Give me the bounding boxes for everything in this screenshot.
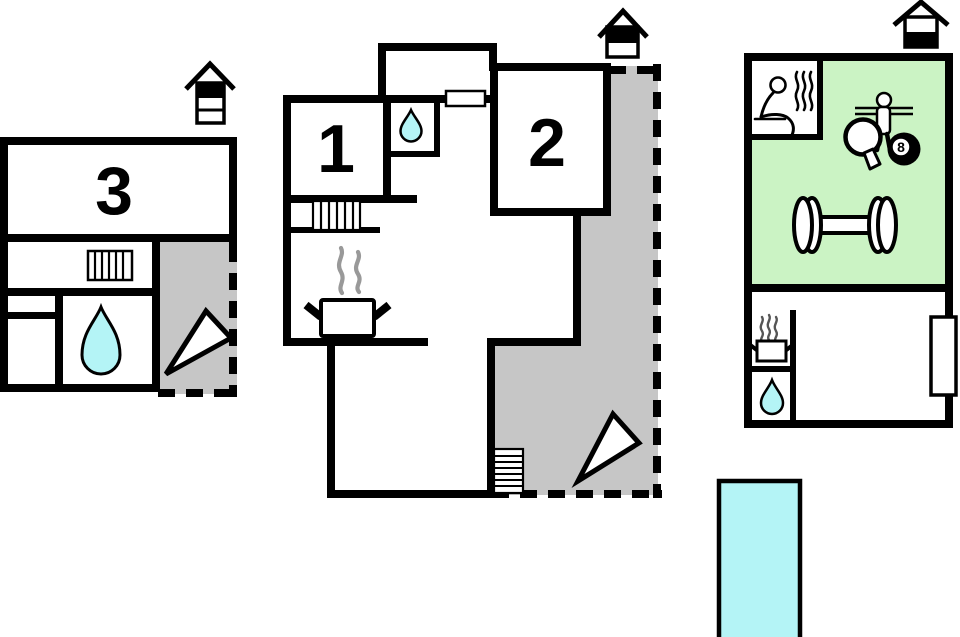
water-drop-icon-middle (399, 106, 423, 143)
unit-main-walls (283, 43, 611, 498)
water-drop-icon-left (80, 302, 122, 376)
terrace-marker-triangle-left (163, 306, 236, 377)
stairs-icon (311, 199, 362, 232)
door-icon (929, 315, 958, 397)
terrace-stairs-icon (492, 447, 525, 495)
annex-walls (744, 53, 953, 428)
unit-3-floorplan: 3 (0, 60, 237, 397)
terrace-marker-triangle-main (571, 409, 643, 488)
room-label-3: 3 (95, 153, 133, 229)
table-tennis-icon (843, 117, 883, 171)
terrace-main (494, 66, 658, 495)
radiator-icon (86, 249, 134, 282)
annex-floorplan: 8 (744, 0, 958, 428)
floor-level-icon-middle (597, 7, 649, 59)
billiards-icon: 8 (887, 132, 921, 166)
unit-main-floorplan: 1 2 (283, 7, 662, 498)
kitchenette-pot-icon (747, 313, 796, 363)
billiard-ball-label: 8 (897, 139, 905, 155)
floor-level-icon-left (184, 60, 236, 125)
unit-3-walls (0, 137, 237, 392)
floor-level-icon-right (892, 0, 950, 49)
pool (716, 478, 803, 637)
room-label-1: 1 (317, 111, 355, 187)
room-label-2: 2 (528, 105, 566, 181)
stove-pot-icon (303, 245, 392, 338)
sauna-icon (752, 61, 823, 140)
dumbbell-icon (792, 196, 898, 254)
water-drop-icon-right (759, 376, 785, 416)
window-icon (444, 89, 487, 108)
